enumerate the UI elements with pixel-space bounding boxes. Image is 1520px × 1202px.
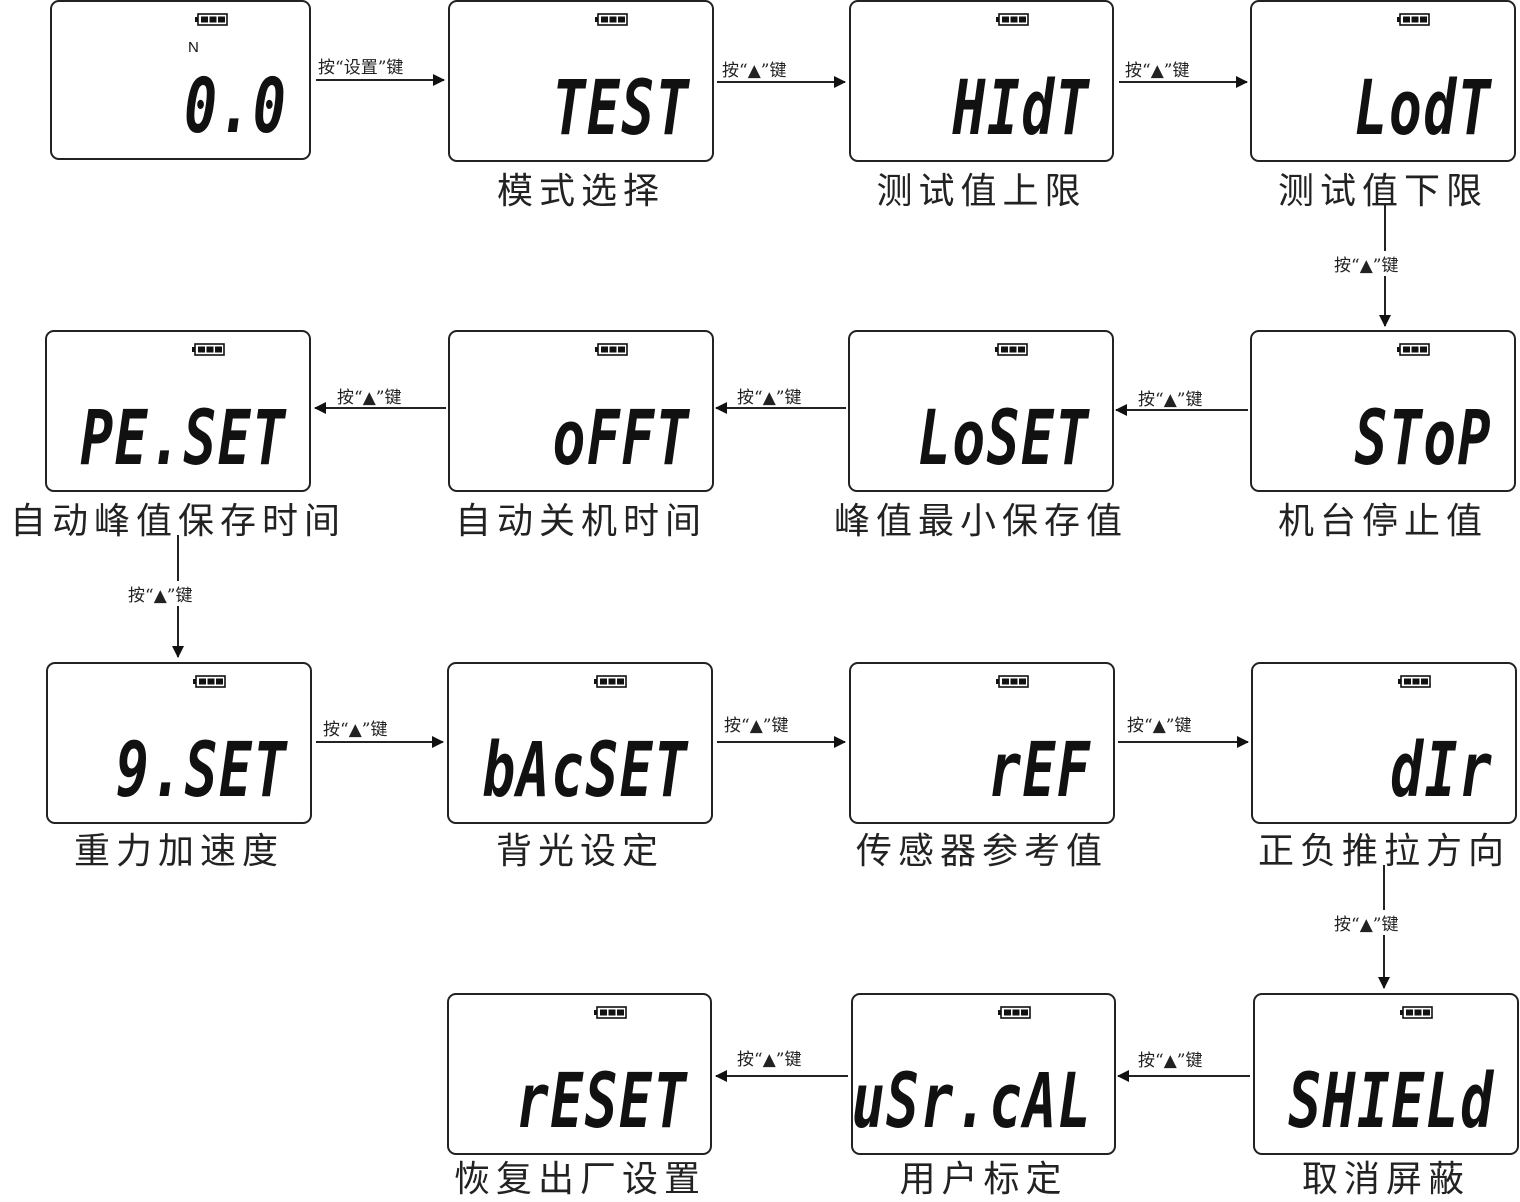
- arrow-label-up-key: 按“▲”键: [737, 388, 802, 408]
- lcd-screen-test: TEST: [448, 0, 714, 162]
- lcd-display-value: PE.SET: [80, 393, 287, 482]
- battery-full-icon: [996, 675, 1029, 688]
- lcd-display-value: 9.SET: [116, 725, 288, 814]
- battery-full-icon: [195, 13, 228, 26]
- unit-label: N: [188, 39, 199, 56]
- lcd-screen-bacset: bAcSET: [447, 662, 713, 824]
- battery-full-icon: [998, 1006, 1031, 1019]
- lcd-screen-gset: 9.SET: [46, 662, 312, 824]
- arrow-label-up-key: 按“▲”键: [1127, 716, 1192, 736]
- caption-test-lower-limit: 测试值下限: [1277, 171, 1488, 212]
- arrow-label-up-key: 按“▲”键: [1334, 910, 1399, 935]
- lcd-display-value: dIr: [1389, 725, 1493, 814]
- battery-full-icon: [1400, 1006, 1433, 1019]
- lcd-screen-stop: SToP: [1250, 330, 1516, 492]
- battery-full-icon: [1398, 675, 1431, 688]
- lcd-screen-usrcal: uSr.cAL: [851, 993, 1116, 1155]
- arrow-label-up-key: 按“▲”键: [337, 388, 402, 408]
- arrow-label-up-key: 按“▲”键: [1138, 1051, 1203, 1071]
- lcd-screen-lodt: LodT: [1250, 0, 1516, 162]
- lcd-screen-hidt: HIdT: [849, 0, 1114, 162]
- battery-full-icon: [996, 13, 1029, 26]
- caption-peak-min-save: 峰值最小保存值: [833, 501, 1128, 542]
- caption-backlight-setting: 背光设定: [495, 831, 664, 872]
- arrow-label-up-key: 按“▲”键: [1334, 251, 1399, 276]
- caption-auto-peak-hold-time: 自动峰值保存时间: [9, 501, 346, 542]
- battery-full-icon: [594, 675, 627, 688]
- caption-cancel-shield: 取消屏蔽: [1301, 1159, 1470, 1200]
- lcd-display-value: 0.0: [183, 61, 287, 150]
- lcd-display-value: LodT: [1354, 63, 1492, 152]
- caption-gravity-acceleration: 重力加速度: [73, 831, 284, 872]
- lcd-screen-shield: SHIELd: [1253, 993, 1519, 1155]
- caption-mode-select: 模式选择: [496, 171, 665, 212]
- caption-user-calibration: 用户标定: [899, 1159, 1068, 1200]
- lcd-screen-home: N 0.0: [50, 0, 311, 160]
- battery-full-icon: [192, 343, 225, 356]
- lcd-screen-peset: PE.SET: [45, 330, 311, 492]
- lcd-screen-dir: dIr: [1251, 662, 1517, 824]
- caption-auto-off-time: 自动关机时间: [454, 501, 707, 542]
- caption-factory-reset: 恢复出厂设置: [453, 1159, 706, 1200]
- battery-full-icon: [594, 1006, 627, 1019]
- arrow-label-up-key: 按“▲”键: [323, 720, 388, 740]
- lcd-display-value: uSr.cAL: [851, 1056, 1092, 1145]
- arrow-label-up-key: 按“▲”键: [1138, 390, 1203, 410]
- lcd-display-value: bAcSET: [482, 725, 689, 814]
- battery-full-icon: [595, 13, 628, 26]
- lcd-screen-loset: LoSET: [848, 330, 1114, 492]
- lcd-display-value: LoSET: [918, 393, 1090, 482]
- arrow-label-set-key: 按“设置”键: [318, 58, 404, 78]
- lcd-screen-ref: rEF: [849, 662, 1115, 824]
- lcd-display-value: HIdT: [952, 63, 1090, 152]
- caption-test-upper-limit: 测试值上限: [876, 171, 1087, 212]
- arrow-label-up-key: 按“▲”键: [737, 1050, 802, 1070]
- battery-full-icon: [1397, 343, 1430, 356]
- lcd-display-value: oFFT: [552, 393, 690, 482]
- caption-machine-stop-value: 机台停止值: [1277, 501, 1488, 542]
- arrow-label-up-key: 按“▲”键: [724, 716, 789, 736]
- caption-push-pull-direction: 正负推拉方向: [1257, 831, 1510, 872]
- caption-sensor-reference: 传感器参考值: [855, 831, 1108, 872]
- battery-full-icon: [595, 343, 628, 356]
- lcd-display-value: SToP: [1354, 393, 1492, 482]
- lcd-screen-reset: rESET: [447, 993, 712, 1155]
- battery-full-icon: [193, 675, 226, 688]
- battery-full-icon: [995, 343, 1028, 356]
- lcd-display-value: rESET: [516, 1056, 688, 1145]
- battery-full-icon: [1397, 13, 1430, 26]
- arrow-label-up-key: 按“▲”键: [1125, 61, 1190, 81]
- lcd-screen-offt: oFFT: [448, 330, 714, 492]
- arrow-label-up-key: 按“▲”键: [722, 61, 787, 81]
- arrow-label-up-key: 按“▲”键: [128, 581, 193, 606]
- lcd-display-value: TEST: [552, 63, 690, 152]
- lcd-display-value: SHIELd: [1288, 1056, 1495, 1145]
- lcd-display-value: rEF: [987, 725, 1091, 814]
